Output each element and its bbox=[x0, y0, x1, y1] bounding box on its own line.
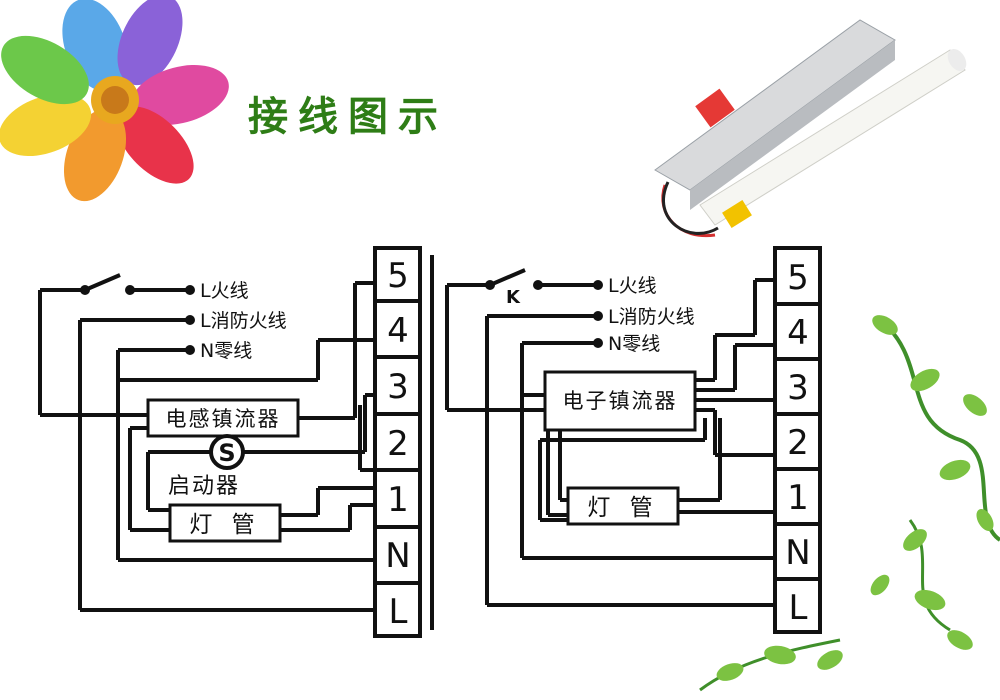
left-live-label: L火线 bbox=[200, 280, 249, 302]
left-terminal-labels: 5 4 3 2 1 N L bbox=[385, 256, 410, 632]
left-neutral-label: N零线 bbox=[200, 340, 252, 362]
right-lamp-box bbox=[566, 486, 680, 526]
right-terminal-3: 3 bbox=[787, 368, 809, 408]
left-lamp-box bbox=[168, 503, 282, 543]
right-terminal-5: 5 bbox=[787, 258, 809, 298]
right-terminal-4: 4 bbox=[787, 313, 809, 353]
right-lamp-label: 灯 管 bbox=[587, 495, 658, 521]
left-terminal-n: N bbox=[385, 536, 410, 576]
left-terminal-3: 3 bbox=[387, 367, 409, 407]
right-fire-live-label: L消防火线 bbox=[608, 306, 695, 328]
right-switch-label: K bbox=[506, 287, 521, 308]
flower-image bbox=[0, 0, 229, 202]
left-terminal-5: 5 bbox=[387, 256, 409, 296]
right-terminal-n: N bbox=[785, 533, 810, 573]
starter-symbol-label: S bbox=[218, 439, 235, 467]
right-live-label: L火线 bbox=[608, 275, 657, 297]
right-switch-contacts bbox=[485, 280, 603, 348]
right-neutral-label: N零线 bbox=[608, 333, 660, 355]
left-fire-live-label: L消防火线 bbox=[200, 310, 287, 332]
right-terminal-1: 1 bbox=[787, 478, 809, 518]
left-terminal-4: 4 bbox=[387, 311, 409, 351]
left-terminal-1: 1 bbox=[387, 480, 409, 520]
vine-decoration bbox=[699, 315, 1000, 692]
right-ballast-label: 电子镇流器 bbox=[563, 389, 678, 413]
left-terminal-2: 2 bbox=[387, 424, 409, 464]
left-terminal-block bbox=[373, 246, 422, 638]
right-terminal-2: 2 bbox=[787, 423, 809, 463]
left-starter-label: 启动器 bbox=[168, 474, 240, 499]
left-ballast-label: 电感镇流器 bbox=[166, 407, 281, 431]
left-lamp-label: 灯 管 bbox=[189, 512, 260, 538]
page-title: 接线图示 bbox=[248, 94, 448, 140]
left-starter-symbol: S bbox=[209, 434, 245, 470]
right-wiring-diagram bbox=[445, 246, 822, 634]
right-terminal-l: L bbox=[789, 588, 808, 628]
right-terminal-labels: 5 4 3 2 1 N L bbox=[785, 258, 810, 628]
left-wiring-diagram bbox=[38, 246, 434, 638]
left-terminal-l: L bbox=[389, 592, 408, 632]
left-switch-contacts bbox=[80, 285, 195, 355]
product-image bbox=[654, 19, 967, 238]
right-terminal-block bbox=[773, 246, 822, 634]
